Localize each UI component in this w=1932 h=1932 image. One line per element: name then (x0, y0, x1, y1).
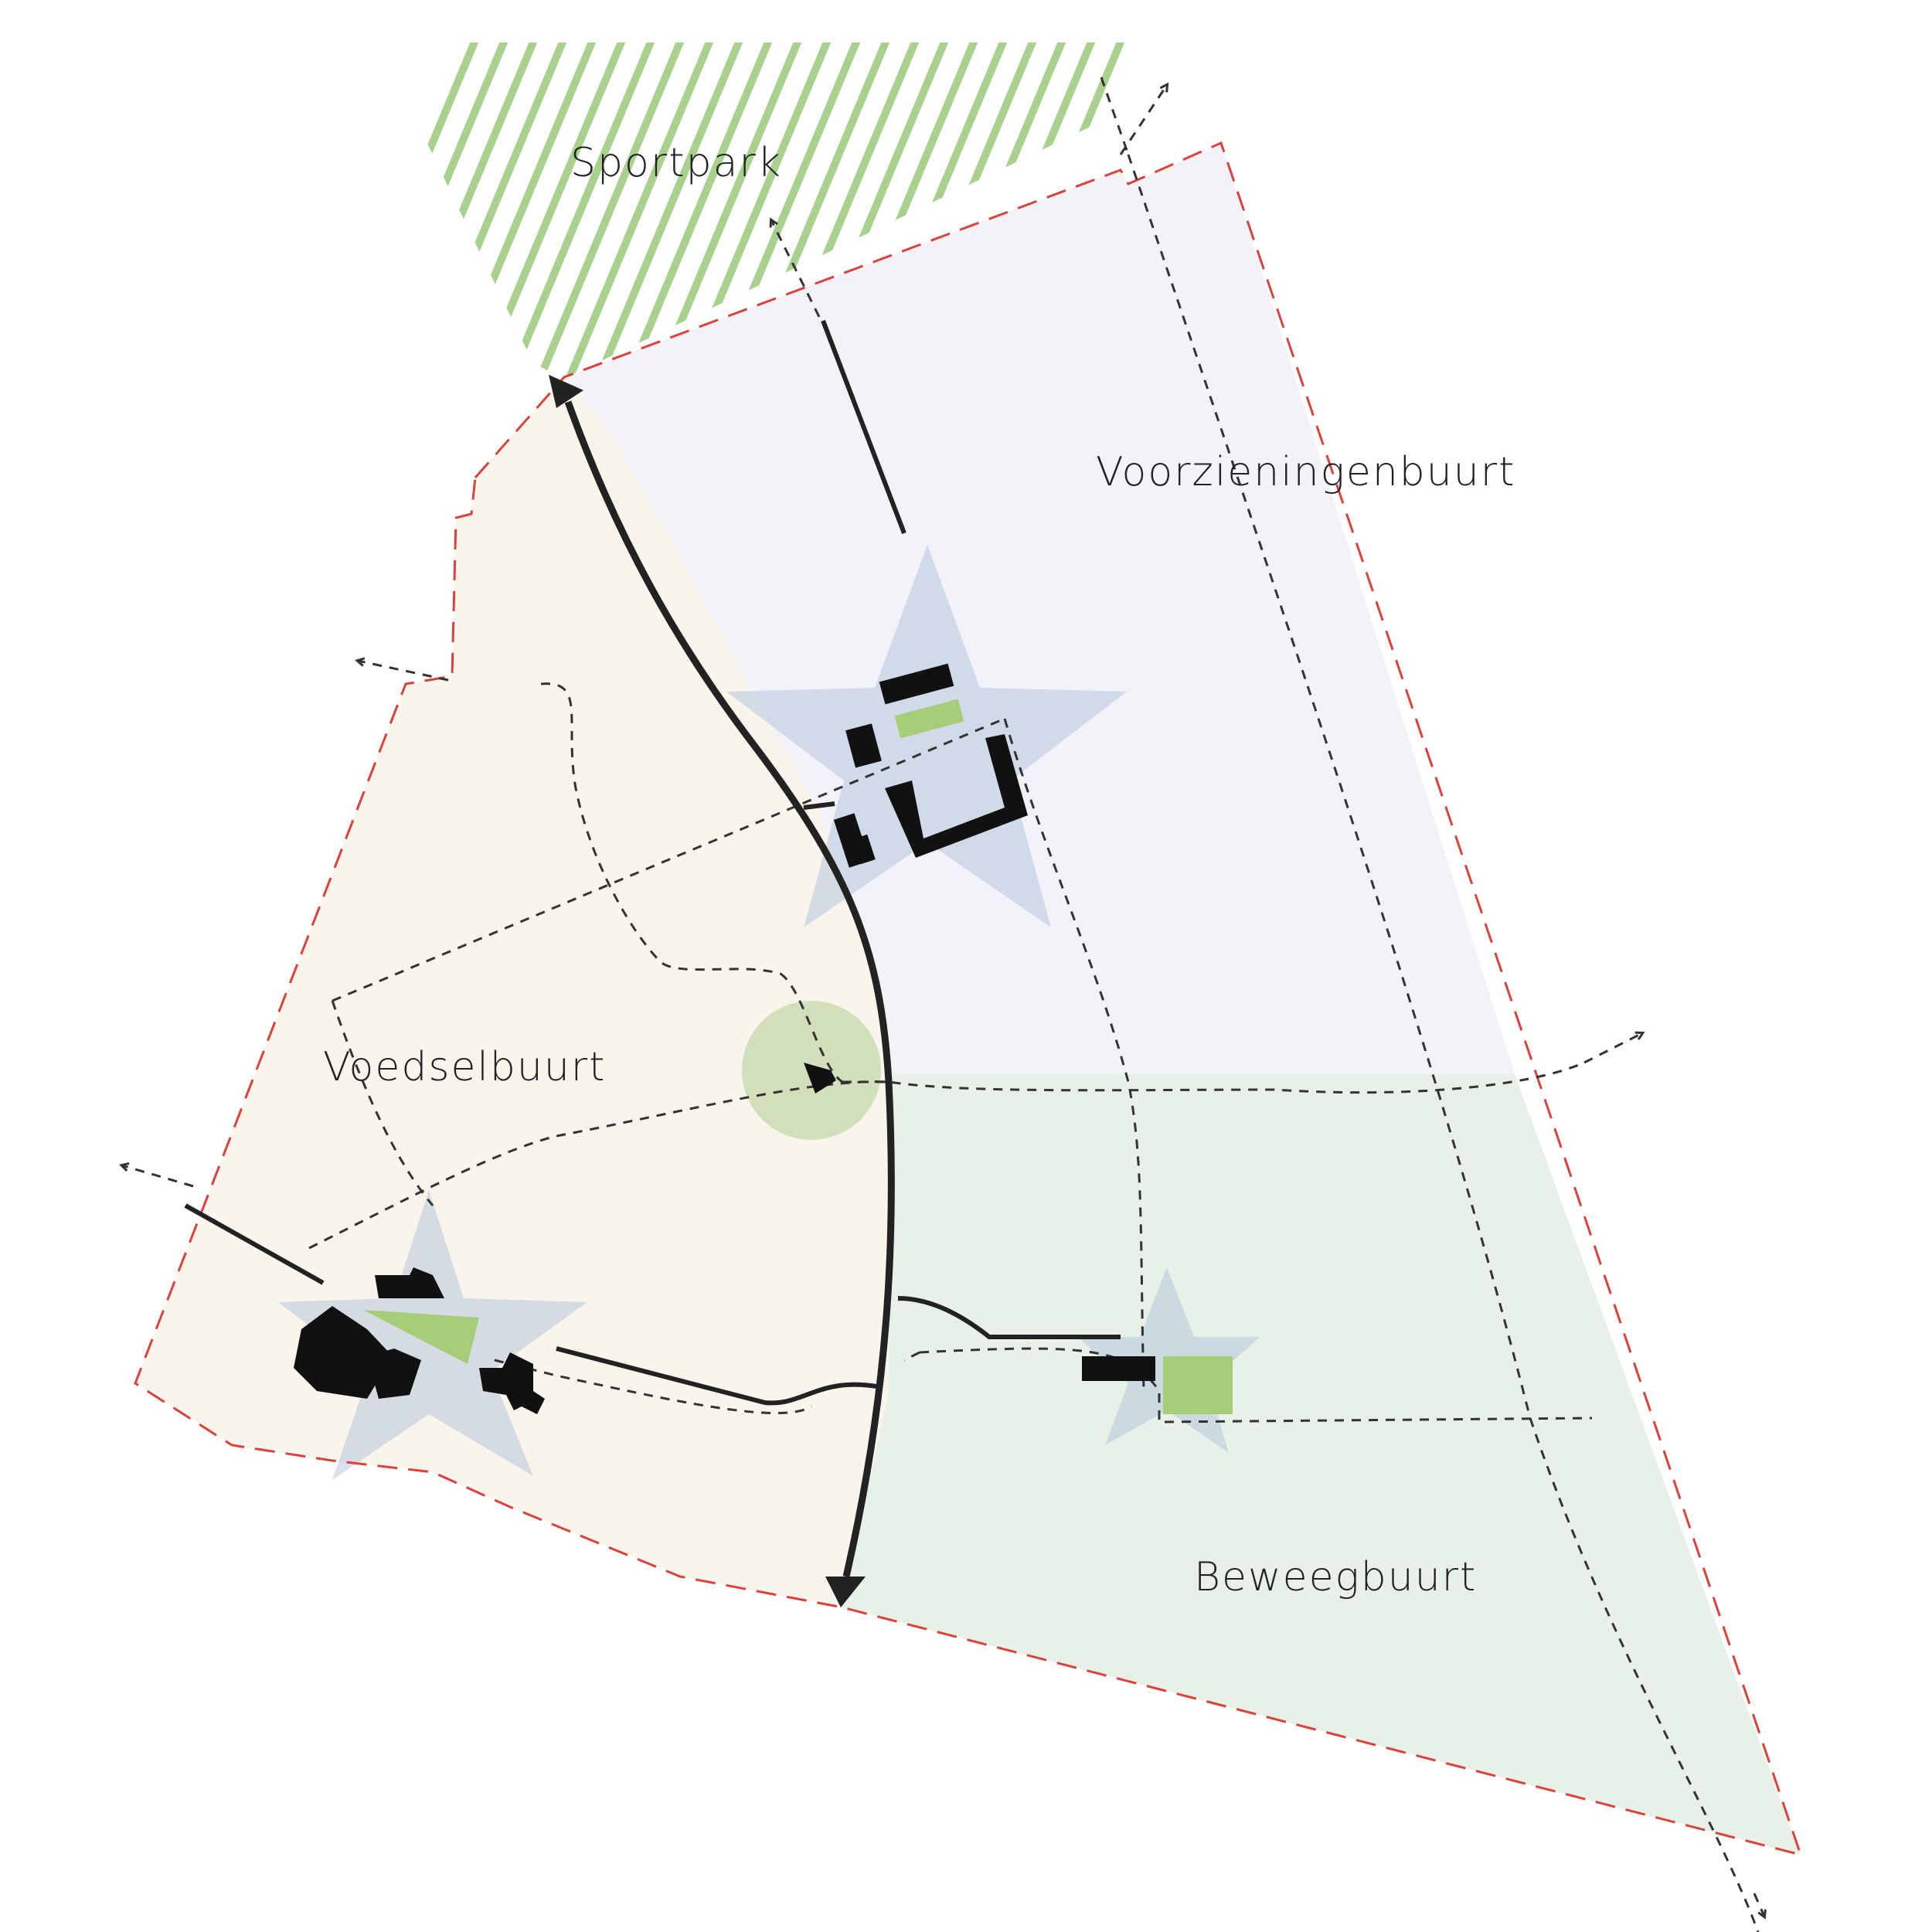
buildings (294, 663, 1155, 1414)
plan-boundary (134, 141, 1803, 1857)
hub-star-icon (726, 545, 1127, 927)
main-road (564, 400, 895, 1578)
hatch-line (526, 43, 689, 379)
green-fields (363, 699, 1233, 1414)
hatch-line (556, 43, 718, 379)
walking-paths (308, 77, 1760, 1932)
hatch-line (468, 43, 630, 379)
arrowhead-icon (549, 375, 583, 408)
connector-roads (184, 319, 1121, 1406)
voorzieningenbuurt-area (564, 143, 1515, 1074)
voedselbuurt-area (135, 377, 889, 1607)
hatch-line (438, 43, 600, 379)
outgoing-path-arrows (122, 85, 1764, 1917)
voorzieningenbuurt-label: Voorzieningenbuurt (1096, 449, 1515, 495)
hatch-line (379, 43, 483, 379)
beweegbuurt-area (842, 1074, 1801, 1855)
arrowhead-icon (825, 1577, 866, 1607)
sportpark-label: Sportpark (570, 140, 782, 186)
beweegbuurt-label: Beweegbuurt (1194, 1554, 1477, 1600)
hatch-line (379, 43, 542, 379)
hatch-line (379, 43, 512, 379)
voedselbuurt-label: Voedselbuurt (323, 1044, 607, 1090)
hatch-line (585, 43, 747, 379)
hatch-line (614, 43, 777, 379)
hatch-line (497, 43, 659, 379)
hatch-line (409, 43, 571, 379)
